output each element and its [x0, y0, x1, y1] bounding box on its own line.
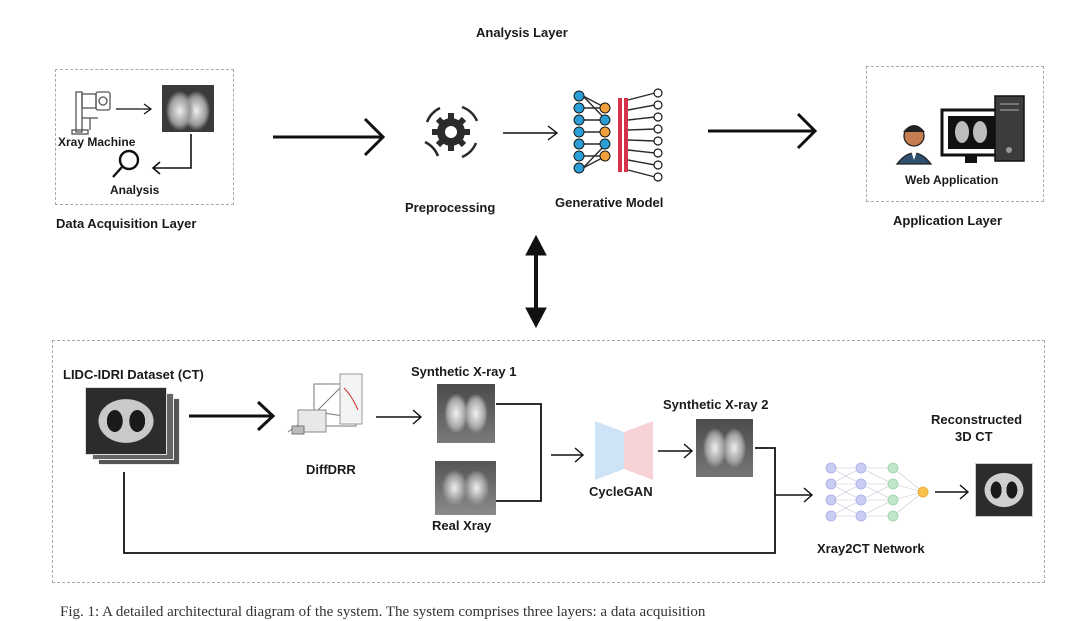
synthetic-xray-1-image: [437, 384, 495, 443]
web-application-label: Web Application: [905, 173, 999, 187]
synthetic-xray-2-label: Synthetic X-ray 2: [663, 397, 769, 412]
acq-arrow: [116, 103, 153, 115]
application-layer-title: Application Layer: [893, 213, 1003, 228]
generative-model-label: Generative Model: [555, 195, 664, 210]
chest-xray-image: [162, 85, 214, 132]
person-icon: [895, 125, 933, 165]
neural-network-icon: [573, 88, 663, 182]
diffdrr-icon: [287, 373, 363, 435]
gear-cycle-arrows: [424, 105, 479, 159]
acq-connector: [151, 134, 192, 175]
computer-tower-icon: [994, 95, 1025, 162]
cyclegan-label: CycleGAN: [589, 484, 653, 499]
connector-synth2-to-network: [755, 447, 776, 495]
double-arrow: [525, 234, 547, 329]
application-layer-box: [866, 66, 1044, 202]
arrow-into-network: [775, 487, 814, 503]
arrow-dataset-to-diffdrr: [189, 400, 276, 432]
synthetic-xray-2-image: [696, 419, 753, 477]
xray-machine-label: Xray Machine: [58, 135, 136, 149]
gear-icon: [432, 113, 470, 151]
xray2ct-network-icon: [825, 462, 929, 522]
figure-caption: Fig. 1: A detailed architectural diagram…: [60, 604, 706, 620]
diffdrr-label: DiffDRR: [306, 462, 356, 477]
real-xray-image: [435, 461, 496, 515]
reconstructed-ct-image: [975, 463, 1033, 517]
magnifier-icon: [112, 149, 140, 178]
analysis-label: Analysis: [110, 183, 160, 197]
dataset-label: LIDC-IDRI Dataset (CT): [63, 367, 204, 382]
data-acquisition-title: Data Acquisition Layer: [56, 216, 197, 231]
analysis-layer-title: Analysis Layer: [476, 25, 568, 40]
arrow-prep-to-model: [503, 125, 559, 141]
real-xray-label: Real Xray: [432, 518, 492, 533]
xray-machine-icon: [71, 91, 111, 135]
arrow-cyclegan-to-synth2: [658, 443, 694, 459]
arrow-network-to-ct: [935, 484, 970, 500]
arrow-diffdrr-to-synth1: [376, 409, 423, 425]
arrow-merge-to-cyclegan: [551, 447, 585, 463]
reconstructed-label-2: 3D CT: [955, 429, 993, 444]
bottom-pipeline-box: [52, 340, 1045, 583]
ct-slice-image: [85, 387, 167, 455]
cyclegan-icon: [595, 421, 653, 480]
big-arrow-1: [273, 117, 386, 157]
data-acquisition-box: [55, 69, 234, 205]
synthetic-xray-1-label: Synthetic X-ray 1: [411, 364, 517, 379]
reconstructed-label-1: Reconstructed: [931, 412, 1023, 427]
merge-bracket: [496, 403, 542, 502]
monitor-icon: [940, 108, 1003, 163]
big-arrow-2: [708, 112, 818, 150]
connector-dataset-to-network: [123, 472, 776, 554]
xray2ct-network-label: Xray2CT Network: [817, 541, 925, 556]
preprocessing-label: Preprocessing: [405, 200, 496, 215]
